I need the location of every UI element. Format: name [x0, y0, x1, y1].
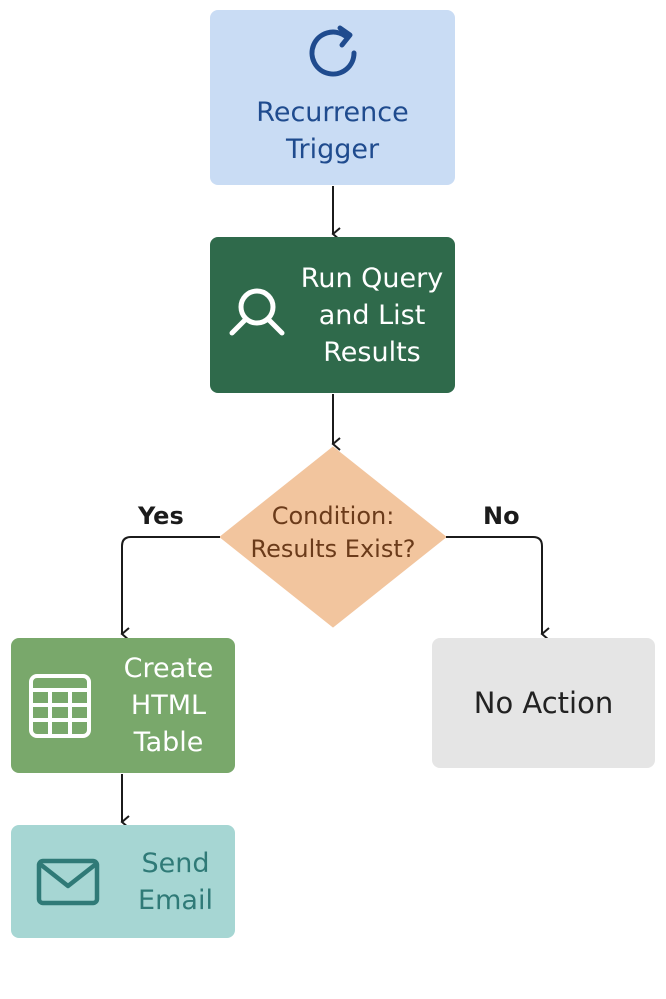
table-grid-icon — [28, 673, 92, 739]
create-html-table-label: Create HTML Table — [123, 653, 214, 758]
condition-diamond — [219, 446, 447, 628]
send-email-label: Send Email — [138, 847, 213, 916]
envelope-icon — [36, 858, 100, 906]
refresh-icon — [302, 22, 364, 84]
no-branch-label: No — [483, 502, 520, 530]
yes-branch-label: Yes — [138, 502, 184, 530]
send-email-node: Send Email — [11, 825, 235, 938]
arrow-no-branch — [446, 536, 550, 641]
recurrence-trigger-node: Recurrence Trigger — [210, 10, 455, 185]
create-html-table-node: Create HTML Table — [11, 638, 235, 773]
run-query-label: Run Query and List Results — [300, 262, 444, 368]
no-action-node: No Action — [432, 638, 655, 768]
run-query-node: Run Query and List Results — [210, 237, 455, 393]
recurrence-trigger-label: Recurrence Trigger — [256, 96, 409, 165]
magnifier-icon — [227, 282, 287, 342]
arrow-yes-branch — [120, 536, 220, 641]
no-action-label: No Action — [473, 685, 614, 720]
condition-label: Condition: Results Exist? — [250, 502, 416, 563]
